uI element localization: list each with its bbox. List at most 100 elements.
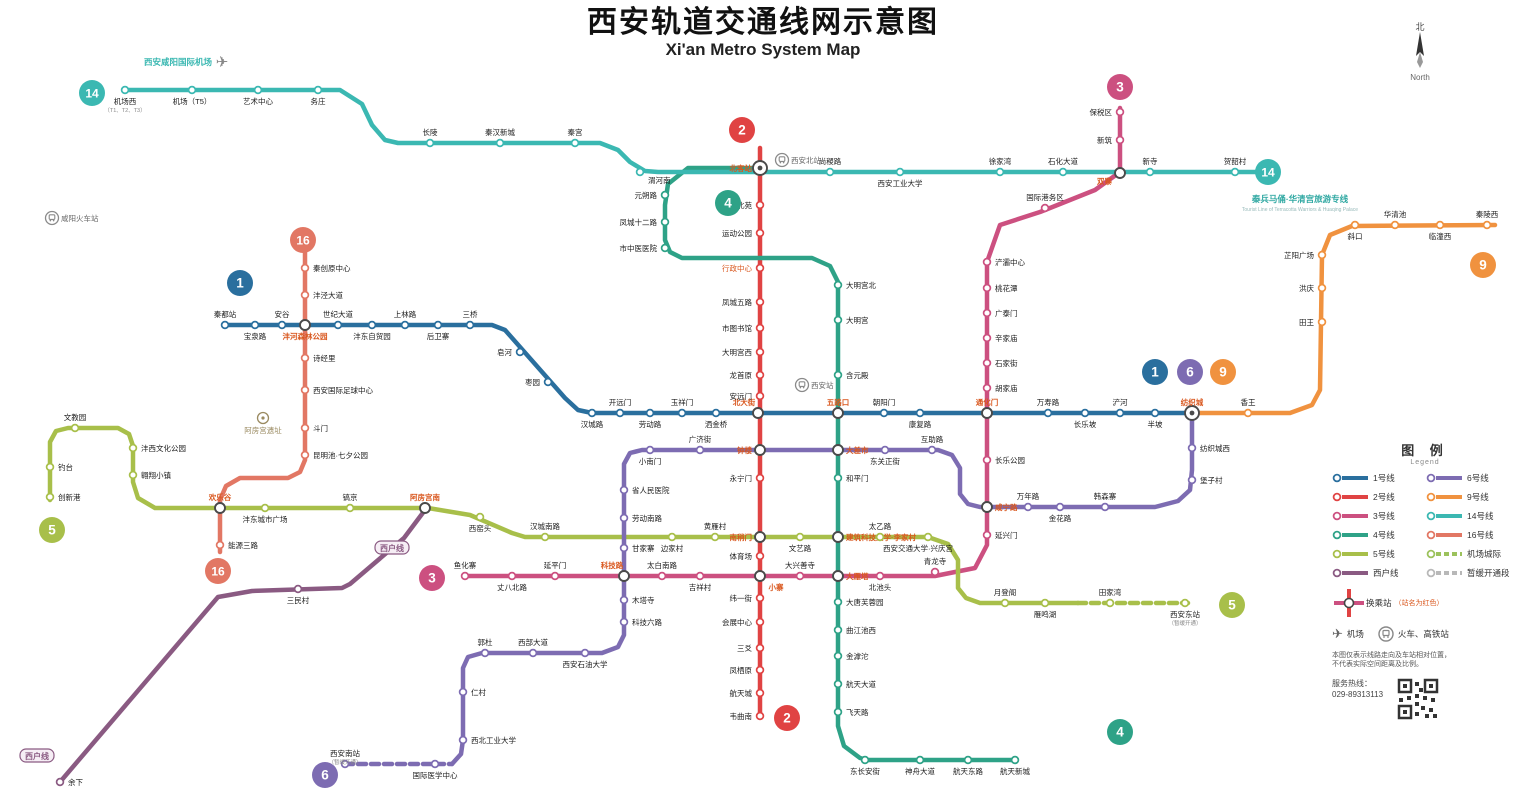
station-雁鸣湖: 雁鸣湖	[1034, 598, 1056, 619]
station-鱼化寨: 鱼化寨	[454, 560, 477, 581]
station-辛家庙: 辛家庙	[982, 333, 1018, 343]
station-label: 太白南路	[647, 560, 677, 570]
station-label: 含元殿	[846, 370, 869, 380]
station-label: 长乐公园	[995, 455, 1025, 465]
station-label: 月登阁	[994, 587, 1017, 597]
station-label: 洪庆	[1299, 283, 1315, 293]
station-昆明池·七夕公园: 昆明池·七夕公园	[300, 450, 368, 460]
station-label: 小寨	[769, 582, 784, 592]
station-秦都站: 秦都站	[214, 309, 237, 330]
station-凤栖原: 凤栖原	[730, 665, 765, 675]
qr-code	[1397, 678, 1440, 720]
station-label: 郭杜	[478, 637, 493, 647]
svg-text:14: 14	[1261, 166, 1275, 180]
station-label: 香王	[1241, 397, 1257, 407]
station-务庄: 务庄	[311, 85, 326, 106]
station-田家湾: 田家湾	[1099, 587, 1122, 608]
station-双寨: 双寨	[1097, 167, 1126, 186]
svg-text:2: 2	[783, 711, 791, 726]
svg-text:9: 9	[1219, 365, 1227, 380]
station-汉城南路: 汉城南路	[530, 521, 560, 542]
north-indicator: 北 North	[1398, 22, 1442, 82]
line-xihu-name-box: 西户线	[374, 540, 410, 555]
station-曲江池西: 曲江池西	[833, 625, 876, 635]
station-北池头: 北池头	[869, 571, 892, 592]
station-label: 后卫寨	[427, 331, 450, 341]
svg-text:14: 14	[85, 87, 99, 101]
legend-note: 本图仅表示线路走向及车站相对位置， 不代表实际空间距离及比例。	[1332, 651, 1518, 669]
station-田王: 田王	[1299, 317, 1327, 327]
station-label: 开远门	[609, 398, 632, 407]
station-label: 甘家寨	[632, 543, 655, 553]
station-label: 浐灞中心	[995, 257, 1025, 267]
airport-icon: ✈	[1332, 626, 1343, 641]
station-label: 北客站	[730, 163, 753, 173]
station-建筑科技大学·李家村: 建筑科技大学·李家村	[832, 531, 916, 543]
station-label: 凤栖原	[730, 665, 753, 675]
legend-item-label: 14号线	[1467, 511, 1494, 521]
railway-station-icon: 西安站	[794, 377, 834, 393]
station-大兴善寺: 大兴善寺	[785, 560, 815, 581]
station-label: 万年路	[1017, 491, 1040, 501]
station-韩森寨: 韩森寨	[1094, 491, 1117, 512]
station-长乐坡: 长乐坡	[1074, 408, 1097, 429]
station-label: 神舟大道	[905, 766, 935, 776]
station-label: 三桥	[463, 309, 478, 319]
station-沣西文化公园: 沣西文化公园	[128, 443, 186, 453]
station-余下: 余下	[55, 777, 83, 787]
station-胡家庙: 胡家庙	[982, 383, 1018, 393]
station-label: 纺织城西	[1200, 443, 1230, 453]
station-label: 石家街	[995, 358, 1018, 368]
station-新筑: 新筑	[1097, 135, 1125, 145]
station-北苑: 北苑	[737, 200, 765, 210]
station-label: 田王	[1299, 318, 1315, 327]
line-16-badge-0: 16	[290, 227, 316, 253]
station-label: 金滹沱	[846, 651, 869, 661]
station-市图书馆: 市图书馆	[722, 323, 765, 333]
station-label: 北苑	[737, 200, 752, 210]
station-汉城路: 汉城路	[581, 408, 604, 429]
legend-item-label: 5号线	[1373, 549, 1395, 559]
legend-icon-row: ✈ 机场 火车、高铁站	[1332, 626, 1518, 642]
station-label: 枣园	[525, 377, 540, 387]
station-label: 吉祥村	[689, 582, 712, 592]
station-半坡: 半坡	[1148, 408, 1163, 429]
svg-text:咸阳火车站: 咸阳火车站	[61, 213, 99, 223]
station-西安工业大学: 西安工业大学	[878, 167, 923, 188]
station-飞天路: 飞天路	[833, 707, 869, 717]
station-黄雁村: 黄雁村	[704, 521, 727, 542]
station-label: 胡家庙	[995, 383, 1018, 393]
station-太白南路: 太白南路	[647, 560, 677, 581]
station-label: 机场西	[114, 96, 137, 106]
station-label: 通化门	[976, 397, 999, 407]
station-label: 永宁门	[730, 473, 753, 483]
station-label: 青龙寺	[924, 556, 947, 566]
station-label: 贺韶村	[1224, 156, 1247, 166]
station-大差市: 大差市	[832, 444, 869, 456]
station-label: 诗经里	[313, 353, 336, 363]
station-西安交通大学·兴庆宫: 西安交通大学·兴庆宫	[883, 532, 953, 553]
station-label: 沣东自贸园	[353, 331, 391, 341]
station-label: 会展中心	[722, 617, 752, 627]
station-西安南站: 西安南站（暂缓开通）	[328, 748, 362, 769]
station-翱翔小镇: 翱翔小镇	[128, 470, 171, 480]
station-劳动路: 劳动路	[639, 408, 662, 429]
svg-text:4: 4	[724, 196, 732, 211]
legend-line-sample	[1426, 568, 1462, 578]
station-上林路: 上林路	[394, 309, 417, 330]
station-label: 镐京	[343, 492, 358, 502]
station-label: 长乐坡	[1074, 419, 1097, 429]
station-通化门: 通化门	[976, 397, 999, 419]
station-label: 沣泾大道	[313, 290, 343, 300]
station-label: 市图书馆	[722, 323, 752, 333]
station-label: 新寺	[1143, 156, 1159, 166]
svg-text:西安北站: 西安北站	[791, 155, 821, 165]
legend-note-line2: 不代表实际空间距离及比例。	[1332, 661, 1423, 668]
station-label: 西安国际足球中心	[313, 385, 373, 395]
station-label: 西部大道	[518, 637, 548, 647]
legend-line-sample	[1426, 511, 1462, 521]
legend-item-西户线: 西户线	[1332, 567, 1424, 579]
station-省人民医院: 省人民医院	[619, 485, 670, 495]
svg-text:2: 2	[738, 123, 746, 138]
